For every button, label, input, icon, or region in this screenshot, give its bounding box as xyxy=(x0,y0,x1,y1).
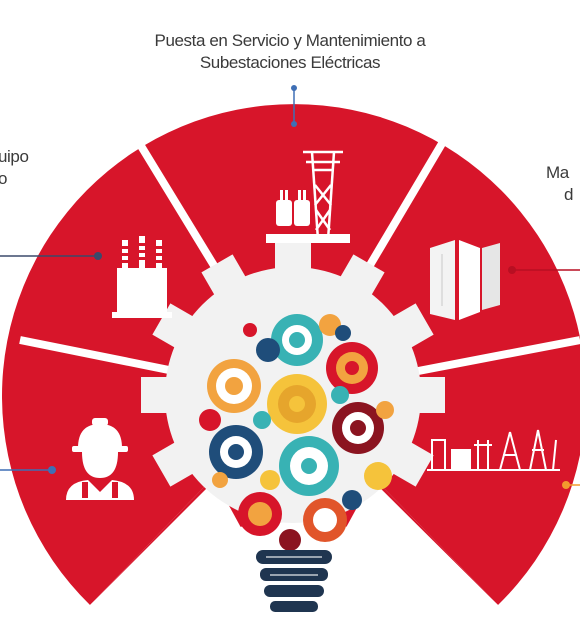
label-left: uipo o xyxy=(0,146,29,190)
connector-left-upper xyxy=(0,252,102,260)
worker-helmet-icon xyxy=(66,418,134,500)
label-right: Ma d xyxy=(546,162,573,206)
power-plant-icon xyxy=(427,429,560,471)
lower-gap-right xyxy=(342,480,498,620)
label-top: Puesta en Servicio y Mantenimiento a Sub… xyxy=(0,30,580,74)
label-left-line2: o xyxy=(0,169,8,188)
substation-tower-icon xyxy=(303,150,343,241)
connector-left-lower xyxy=(0,466,56,474)
label-left-line1: uipo xyxy=(0,147,29,166)
connector-right-upper xyxy=(508,266,580,274)
label-top-line1: Puesta en Servicio y Mantenimiento a xyxy=(154,31,426,50)
label-right-line2: d xyxy=(564,185,574,204)
connector-top xyxy=(291,85,297,127)
connector-right-lower xyxy=(562,481,580,489)
label-right-line1: Ma xyxy=(546,163,569,182)
cabinet-panels-icon xyxy=(430,240,500,320)
lightbulb-gears-icon xyxy=(199,314,394,612)
substation-transformers xyxy=(266,190,350,243)
lower-gap-left xyxy=(90,480,245,620)
label-top-line2: Subestaciones Eléctricas xyxy=(199,53,381,72)
transformer-icon xyxy=(112,236,172,318)
